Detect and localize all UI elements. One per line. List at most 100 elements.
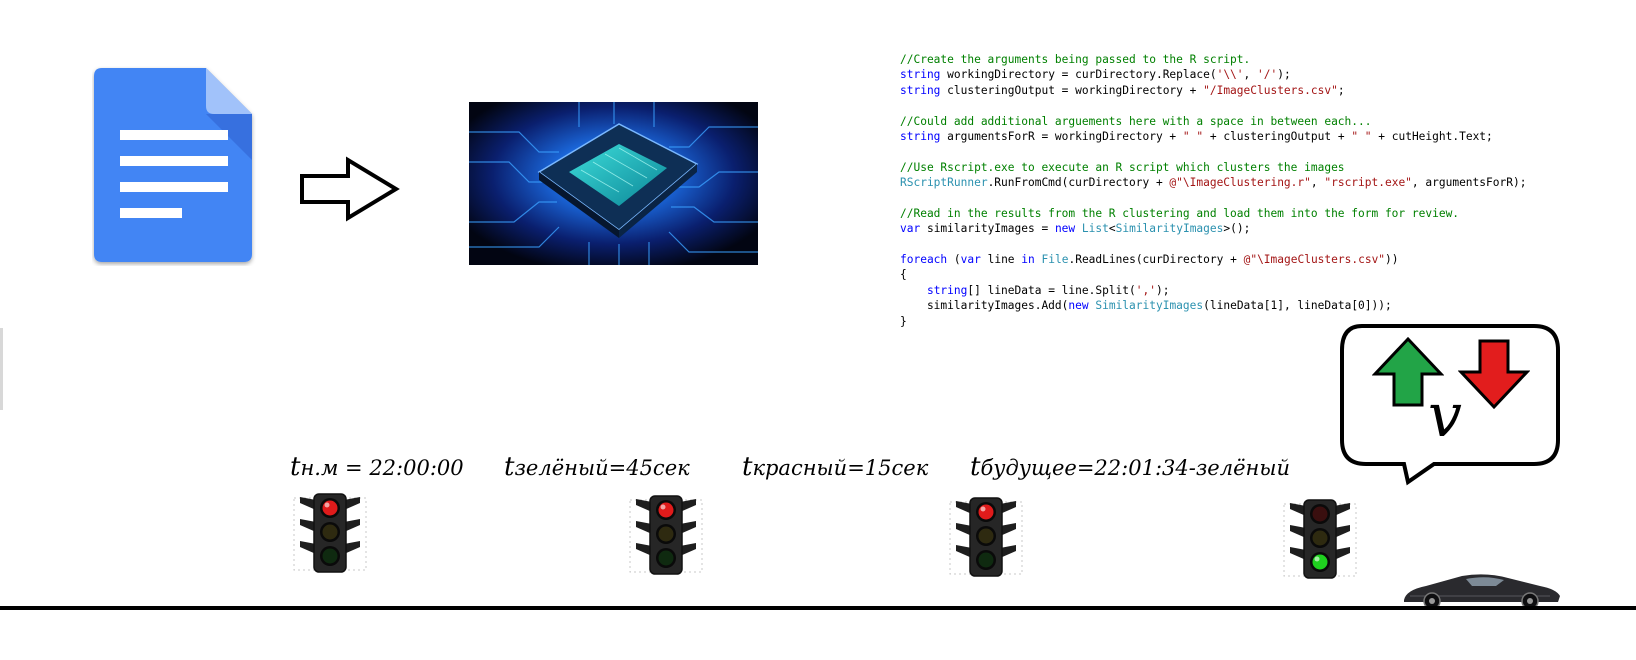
code-token: + clusteringOutput + [1203, 129, 1352, 143]
code-line: //Read in the results from the R cluster… [900, 206, 1560, 221]
code-token: (lineData[1], lineData[0])); [1203, 299, 1392, 313]
code-token: { [900, 268, 907, 282]
arrow-down-red-icon [1458, 339, 1530, 410]
code-token: //Could add additional arguements here w… [900, 114, 1372, 128]
code-token: ',' [1135, 283, 1156, 297]
traffic-light-4 [1283, 499, 1357, 579]
traffic-lamp [322, 524, 338, 540]
code-token: '/' [1257, 68, 1278, 82]
traffic-light-2 [629, 495, 703, 575]
code-token: SimilarityImages [1095, 299, 1204, 313]
code-token: similarityImages.Add( [900, 299, 1069, 313]
document-icon [94, 68, 252, 262]
code-token: //Use Rscript.exe to execute an R script… [900, 160, 1345, 174]
code-token: " " [1182, 129, 1204, 143]
traffic-lamp [658, 550, 674, 566]
code-token: var [900, 222, 921, 236]
traffic-lamp [1312, 554, 1328, 570]
code-token: argumentsForR = workingDirectory + [940, 129, 1183, 143]
code-line: similarityImages.Add(new SimilarityImage… [900, 298, 1560, 313]
code-token [900, 284, 927, 297]
velocity-symbol: v [1428, 381, 1462, 451]
code-token: RScriptRunner [900, 176, 988, 190]
code-token: ( [947, 253, 961, 267]
code-token: workingDirectory = curDirectory.Replace( [940, 68, 1217, 82]
code-token: List [1081, 222, 1109, 236]
code-line [900, 191, 1560, 206]
traffic-lamp [1312, 530, 1328, 546]
code-token: //Read in the results from the R cluster… [900, 206, 1460, 220]
code-token [1035, 253, 1042, 266]
traffic-lamp [978, 528, 994, 544]
code-token: < [1108, 222, 1116, 236]
right-arrow-icon [300, 156, 400, 222]
code-token: string [900, 83, 941, 97]
left-edge-strip [0, 328, 3, 410]
code-token: , [1310, 176, 1325, 190]
code-token: new [1068, 299, 1089, 313]
code-token: @"\ImageClusters.csv" [1243, 253, 1386, 267]
traffic-lamp [978, 552, 994, 568]
traffic-lamp [658, 526, 674, 542]
code-line: //Use Rscript.exe to execute an R script… [900, 160, 1560, 175]
label-future-state: tбудущее=22:01:34-зелёный [970, 452, 1290, 482]
code-token: [] lineData = line.Split( [967, 283, 1136, 297]
code-line: string workingDirectory = curDirectory.R… [900, 67, 1560, 82]
code-snippet: //Create the arguments being passed to t… [900, 52, 1560, 329]
code-token: string [900, 129, 941, 143]
code-token: string [900, 68, 941, 82]
traffic-lamp [978, 504, 994, 520]
code-token: File [1041, 253, 1069, 267]
code-token: } [900, 314, 907, 328]
code-token: clusteringOutput = workingDirectory + [940, 83, 1204, 97]
code-line [900, 144, 1560, 159]
code-line: var similarityImages = new List<Similari… [900, 221, 1560, 236]
code-token: in [1021, 253, 1035, 267]
code-token: " " [1351, 129, 1372, 143]
code-token: line [980, 253, 1022, 267]
code-line [900, 237, 1560, 252]
label-current-time: tн.м = 22:00:00 [290, 452, 464, 482]
code-line: string[] lineData = line.Split(','); [900, 283, 1560, 298]
code-line: //Create the arguments being passed to t… [900, 52, 1560, 67]
code-token: .ReadLines(curDirectory + [1068, 253, 1244, 267]
code-token [1075, 222, 1082, 235]
code-line: string argumentsForR = workingDirectory … [900, 129, 1560, 144]
code-token: foreach [900, 253, 948, 267]
code-token: similarityImages = [920, 222, 1055, 236]
code-token: + cutHeight.Text; [1371, 129, 1493, 143]
code-token: "rscript.exe" [1324, 176, 1412, 190]
traffic-light-1 [293, 493, 367, 573]
code-line: string clusteringOutput = workingDirecto… [900, 83, 1560, 98]
code-line [900, 98, 1560, 113]
arrow-up-green-icon [1372, 336, 1444, 407]
code-line: foreach (var line in File.ReadLines(curD… [900, 252, 1560, 267]
sports-car-image [1404, 574, 1560, 610]
code-line: //Could add additional arguements here w… [900, 114, 1560, 129]
cpu-chip-image [469, 102, 758, 265]
code-token: ); [1155, 283, 1170, 297]
traffic-lamp [1312, 506, 1328, 522]
traffic-lamp [658, 502, 674, 518]
code-token: , [1243, 68, 1258, 82]
code-token: var [960, 253, 981, 267]
label-green-duration: tзелёный=45сек [504, 452, 690, 482]
code-token: .RunFromCmd(curDirectory + [987, 176, 1170, 190]
traffic-lamp [322, 500, 338, 516]
code-token: "/ImageClusters.csv" [1203, 83, 1338, 97]
code-token: @"\ImageClustering.r" [1169, 176, 1311, 190]
traffic-light-3 [949, 497, 1023, 577]
code-token: ; [1337, 83, 1345, 97]
label-red-duration: tкрасный=15сек [742, 452, 929, 482]
code-token: ); [1277, 68, 1291, 82]
code-token: SimilarityImages [1115, 222, 1224, 236]
code-line: } [900, 314, 1560, 329]
code-token: )) [1385, 253, 1399, 267]
code-token: >(); [1223, 222, 1251, 236]
code-token: new [1054, 222, 1076, 236]
code-line: { [900, 267, 1560, 282]
code-token: string [926, 283, 968, 297]
code-token: , argumentsForR); [1411, 176, 1527, 190]
code-line: RScriptRunner.RunFromCmd(curDirectory + … [900, 175, 1560, 190]
road-line [0, 606, 1636, 610]
